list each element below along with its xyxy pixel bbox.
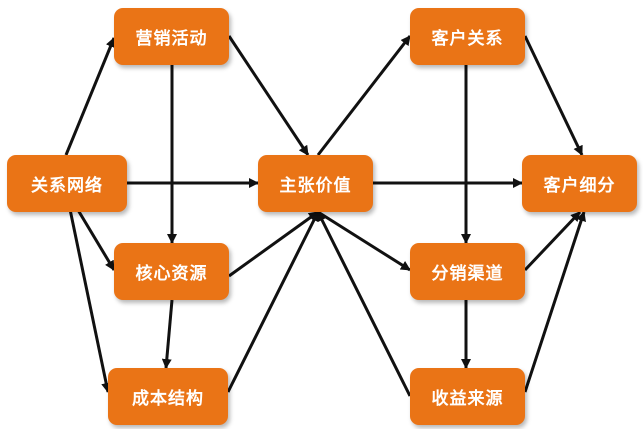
arrow-revenue-to-value (316, 211, 412, 397)
node-relationship-network: 关系网络 (7, 155, 127, 212)
node-customer-segments: 客户细分 (522, 155, 637, 212)
arrow-marketing-to-value (227, 35, 310, 156)
arrow-channel-to-segment (523, 210, 582, 272)
arrow-network-to-marketing (64, 37, 116, 156)
arrow-resources-to-cost (161, 299, 174, 369)
node-cost-structure: 成本结构 (108, 368, 228, 425)
node-distribution-channels: 分销渠道 (410, 243, 525, 300)
node-marketing-activities: 营销活动 (114, 8, 229, 65)
arrow-network-to-cost (64, 189, 112, 393)
arrow-value-to-relation (316, 35, 412, 156)
node-revenue-streams: 收益来源 (410, 368, 525, 425)
arrow-cost-to-value (226, 211, 320, 393)
node-value-proposition: 主张价值 (258, 155, 373, 212)
node-core-resources: 核心资源 (114, 243, 229, 300)
arrow-relation-to-segment (523, 35, 584, 156)
arrow-resources-to-value (228, 210, 319, 278)
arrow-value-to-channel (317, 210, 411, 272)
node-customer-relationships: 客户关系 (410, 8, 525, 65)
arrow-revenue-to-segment (523, 211, 586, 393)
